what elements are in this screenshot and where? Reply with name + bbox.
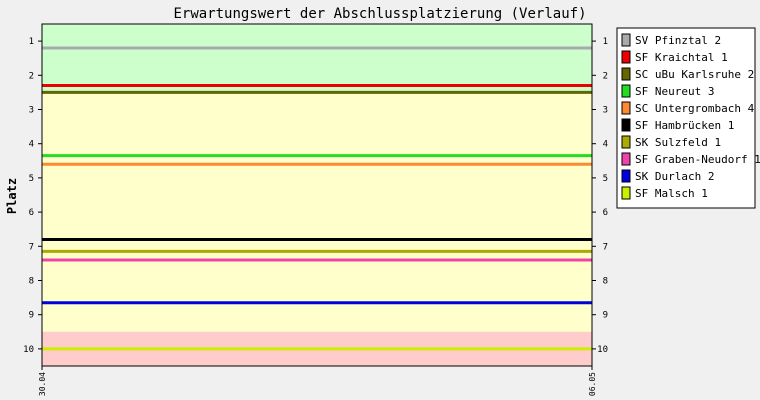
legend-entry-8: SF Graben-Neudorf 1 [635,153,760,166]
plot-zones [42,24,592,366]
legend-entry-1: SV Pfinztal 2 [635,34,721,47]
y-tick-label-right-8: 8 [603,277,608,287]
legend-swatch-2 [621,50,631,64]
legend-entry-4: SF Neureut 3 [635,85,714,98]
y-tick-label-right-5: 5 [603,174,608,184]
legend-swatch-5 [621,101,631,115]
legend-box [616,27,756,209]
legend: SV Pfinztal 2 SF Kraichtal 1 SC uBu Karlsr… [616,27,760,209]
y-tick-label-left-2: 2 [29,71,34,81]
y-tick-label-left-3: 3 [29,106,34,116]
y-tick-label-right-4: 4 [603,140,608,150]
y-axis-label: Platz [5,178,19,214]
legend-swatch-8 [621,152,631,166]
legend-swatch-4 [621,84,631,98]
legend-entry-5: SC Untergrombach 4 [635,102,755,115]
legend-swatch-1 [621,33,631,47]
y-tick-label-right-2: 2 [603,71,608,81]
legend-swatch-3 [621,67,631,81]
y-tick-label-left-1: 1 [29,37,34,47]
zone-band-2 [42,92,592,332]
y-tick-label-left-7: 7 [29,242,34,252]
y-tick-label-right-6: 6 [603,208,608,218]
legend-swatch-6 [621,118,631,132]
legend-entry-7: SK Sulzfeld 1 [635,136,721,149]
legend-swatch-9 [621,169,631,183]
plot-area-border [41,23,593,367]
y-axis-ticks: 1 1 2 2 3 3 4 4 5 5 6 6 7 7 8 8 9 9 10 10 [23,37,608,355]
y-tick-label-right-7: 7 [603,242,608,252]
x-tick-label-2: 06.05 [588,372,597,396]
legend-entry-6: SF Hambrücken 1 [635,119,734,132]
zone-band-1 [42,24,592,93]
legend-swatch-10 [621,186,631,200]
legend-swatch-7 [621,135,631,149]
y-tick-label-right-10: 10 [597,345,608,355]
chart-title: Erwartungswert der Abschlussplatzierung … [173,6,586,22]
legend-entry-9: SK Durlach 2 [635,170,714,183]
series-lines [42,46,592,351]
legend-entry-2: SF Kraichtal 1 [635,51,728,64]
legend-entry-3: SC uBu Karlsruhe 2 [635,68,754,81]
y-tick-label-right-9: 9 [603,311,608,321]
x-tick-label-1: 30.04 [38,372,47,396]
x-axis-ticks: 30.04 06.05 [38,366,597,396]
y-tick-label-left-10: 10 [23,345,34,355]
legend-entry-10: SF Malsch 1 [635,187,708,200]
y-tick-label-left-8: 8 [29,277,34,287]
y-tick-label-left-9: 9 [29,311,34,321]
y-tick-label-right-1: 1 [603,37,608,47]
y-tick-label-left-6: 6 [29,208,34,218]
y-tick-label-left-4: 4 [29,140,34,150]
y-tick-label-right-3: 3 [603,106,608,116]
y-tick-label-left-5: 5 [29,174,34,184]
